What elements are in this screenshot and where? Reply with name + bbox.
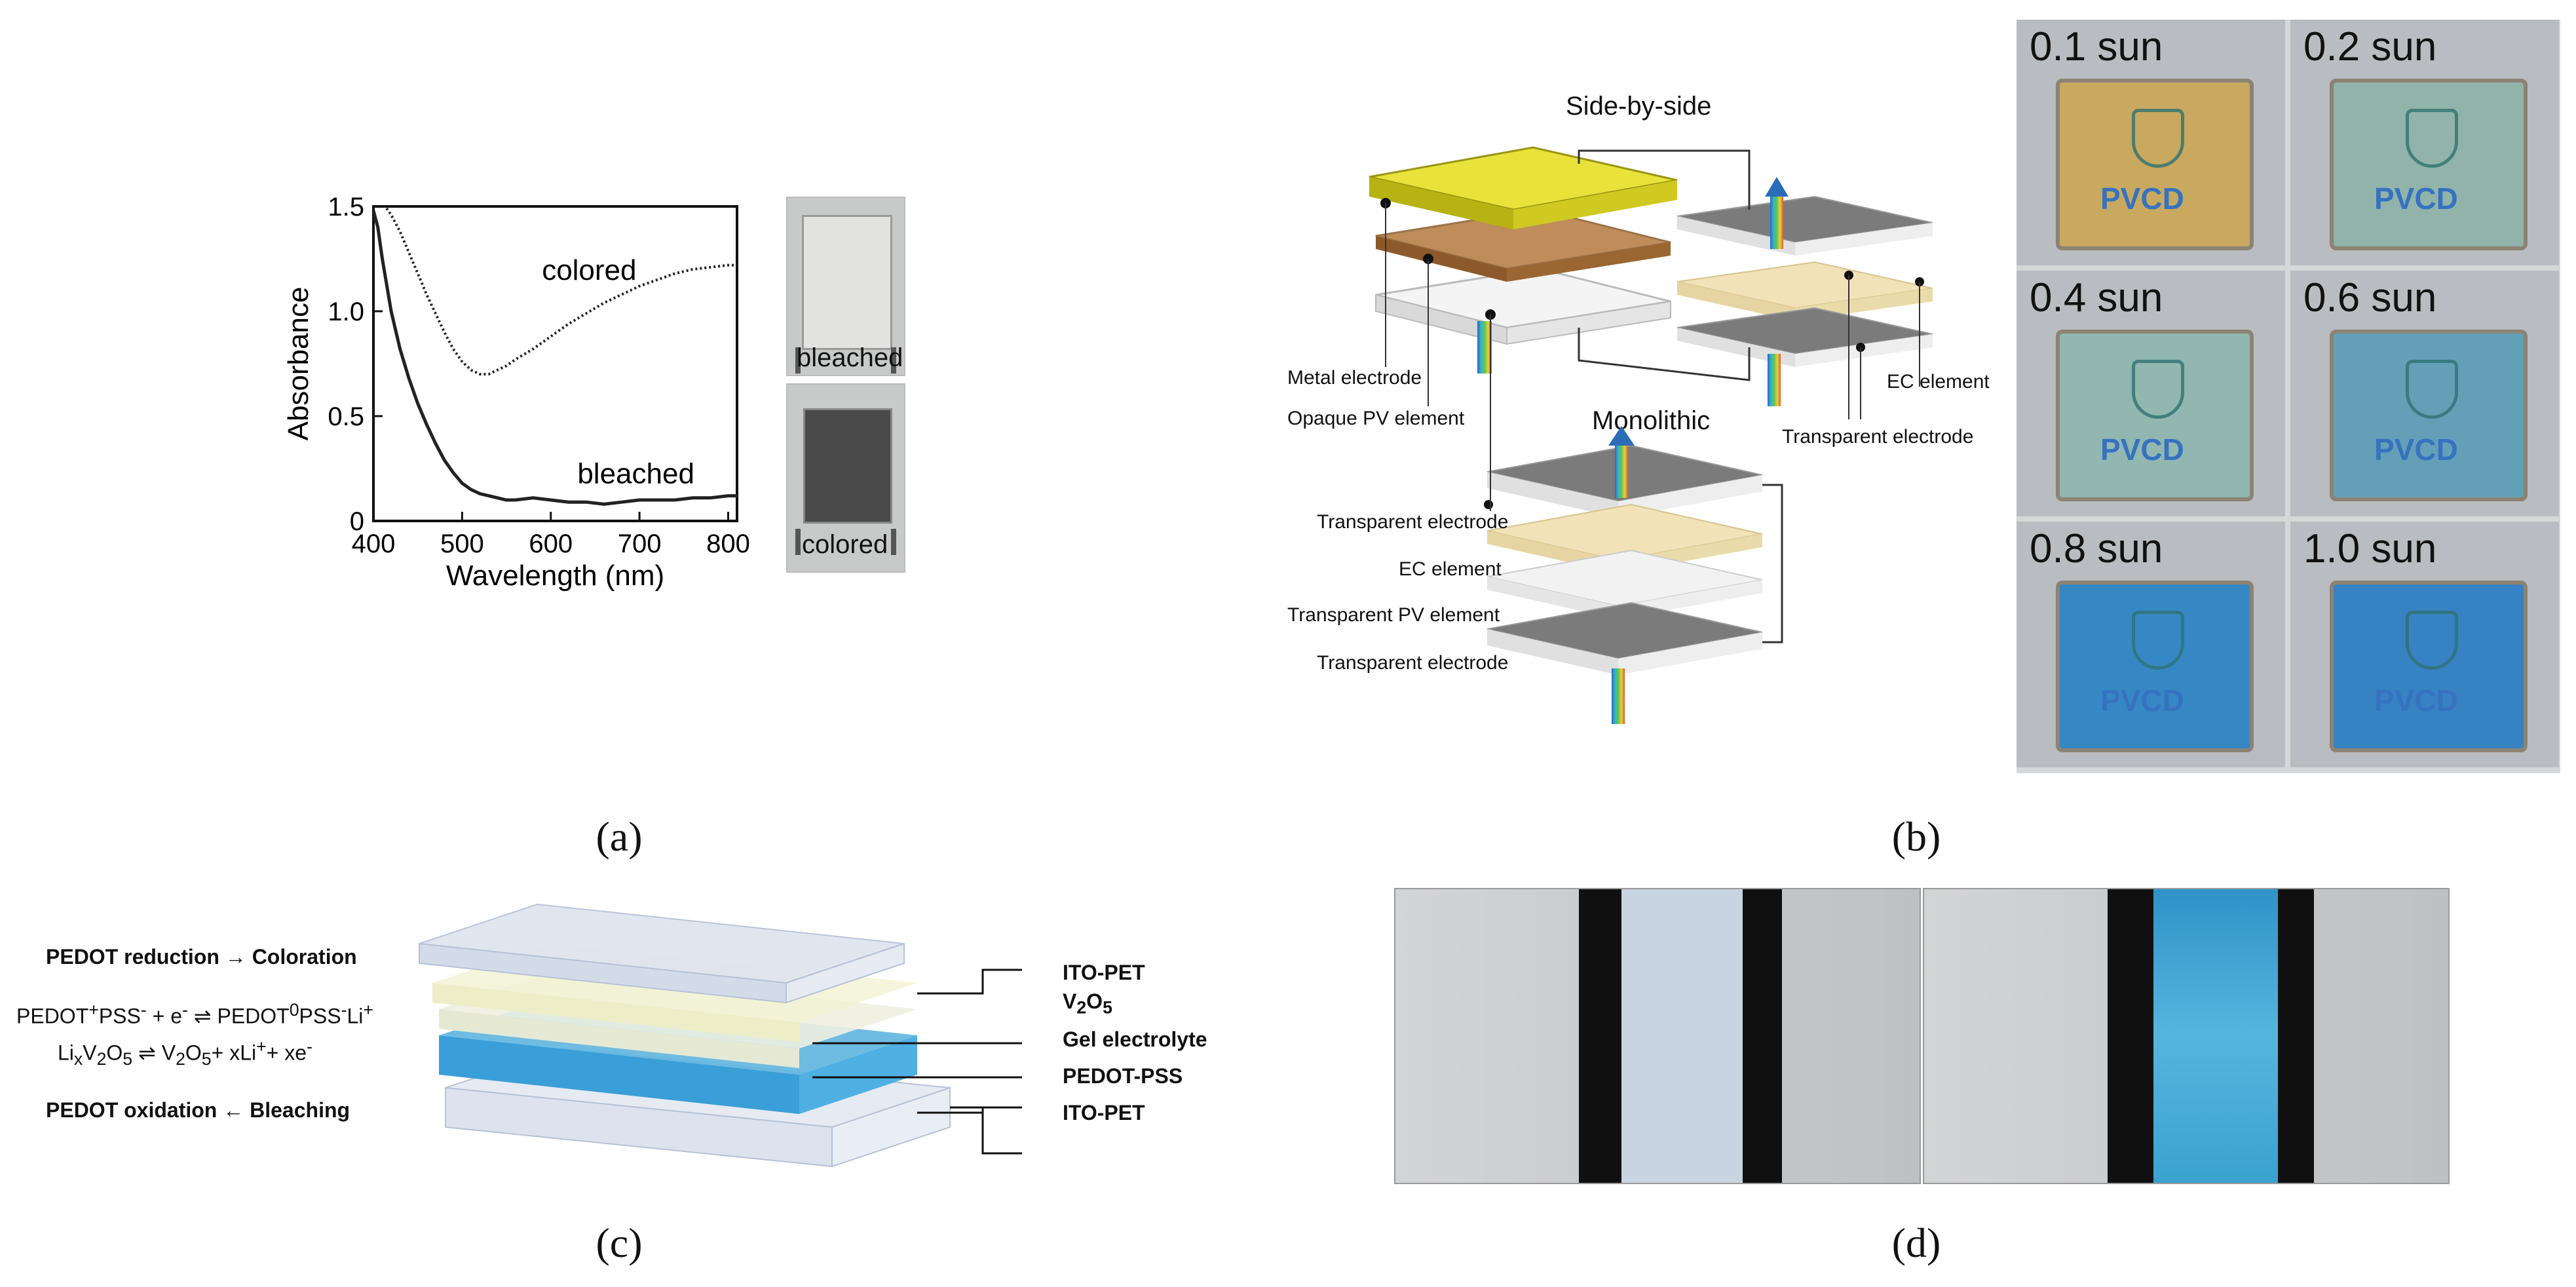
shield-emblem-icon [2132, 109, 2184, 168]
x-tick-label: 500 [440, 529, 484, 558]
bleached-photo-label: bleached [797, 343, 903, 372]
layer-label-pedot: PEDOT-PSS [1063, 1064, 1183, 1088]
label-ec-element-right: EC element [1887, 371, 1990, 393]
x-axis-label: Wavelength (nm) [446, 560, 664, 592]
sun-intensity-label: 0.1 sun [2030, 24, 2163, 69]
device-photo-bleached: bleached [786, 197, 905, 376]
sun-intensity-label: 0.8 sun [2030, 526, 2163, 571]
label-transparent-electrode-right: Transparent electrode [1782, 426, 1974, 448]
side-by-side-left-stack [1369, 146, 1678, 374]
device-window: PVCD [2056, 581, 2254, 752]
side-by-side-title: Side-by-side [1566, 92, 1712, 121]
monolithic-stack [1484, 426, 1783, 724]
pvcd-logo: PVCD [2100, 432, 2184, 467]
oxidation-title: PEDOT oxidation ← Bleaching [46, 1098, 350, 1122]
pvcd-logo: PVCD [2374, 432, 2458, 467]
y-tick-label: 0 [350, 507, 364, 536]
device-layer-stack [419, 903, 1022, 1168]
device-window: PVCD [2330, 581, 2528, 752]
label-opaque-pv: Opaque PV element [1287, 408, 1465, 429]
vanadium-equation: LixV2O5 ⇌ V2O5+ xLi++ xe- [58, 1037, 313, 1069]
monolithic-title: Monolithic [1592, 406, 1711, 435]
pvcd-logo: PVCD [2100, 683, 2184, 718]
label-mono-transparent-electrode-1: Transparent electrode [1317, 511, 1509, 533]
layer-label-ito-top: ITO-PET [1063, 961, 1145, 984]
shield-emblem-icon [2406, 109, 2458, 168]
sun-cell: PVCD 0.2 sun [2290, 20, 2559, 265]
sun-intensity-label: 0.4 sun [2030, 275, 2163, 320]
sun-intensity-label: 0.6 sun [2303, 275, 2437, 320]
y-tick-label: 0.5 [328, 402, 364, 431]
sun-intensity-label: 1.0 sun [2303, 526, 2437, 571]
caption-d: (d) [1891, 1220, 1941, 1266]
film-photo-colored [1923, 888, 2450, 1184]
series-label-bleached: bleached [577, 457, 694, 490]
x-tick-label: 800 [706, 529, 750, 558]
shield-emblem-icon [2132, 611, 2184, 670]
device-window: PVCD [2330, 79, 2528, 250]
pvcd-logo: PVCD [2374, 683, 2458, 718]
label-metal-electrode: Metal electrode [1287, 367, 1422, 389]
label-mono-transparent-pv: Transparent PV element [1287, 604, 1500, 626]
sun-cell: PVCD 0.1 sun [2017, 20, 2285, 265]
plot-frame [372, 205, 738, 522]
sun-cell: PVCD 0.4 sun [2017, 271, 2285, 516]
reduction-equation: PEDOT+PSS- + e- ⇌ PEDOT0PSS-Li+ [16, 1000, 373, 1028]
shield-emblem-icon [2406, 611, 2458, 670]
shield-emblem-icon [2406, 360, 2458, 419]
side-by-side-right-stack [1676, 177, 1933, 406]
device-photo-colored: colored [786, 383, 905, 573]
x-tick-label: 400 [352, 529, 396, 558]
caption-b: (b) [1891, 813, 1941, 860]
pvcd-logo: PVCD [2374, 182, 2458, 216]
film-photo-bleached [1394, 888, 1921, 1184]
layer-label-gel: Gel electrolyte [1063, 1028, 1207, 1051]
sun-cell: PVCD 0.6 sun [2290, 271, 2559, 516]
reduction-title: PEDOT reduction → Coloration [46, 945, 357, 969]
label-mono-ec-element: EC element [1399, 558, 1502, 580]
sun-cell: PVCD 1.0 sun [2290, 522, 2559, 767]
colored-photo-label: colored [802, 530, 888, 559]
series-label-colored: colored [542, 254, 636, 286]
pv-ec-schematic [1369, 146, 1933, 724]
caption-a: (a) [596, 813, 643, 860]
layer-label-v2o5: V2O5 [1063, 989, 1112, 1018]
sun-cell: PVCD 0.8 sun [2017, 522, 2285, 767]
pvcd-logo: PVCD [2100, 182, 2184, 216]
device-window: PVCD [2330, 330, 2528, 501]
y-tick-label: 1.5 [328, 193, 364, 221]
series-bleached-line [373, 210, 737, 506]
sun-intensity-label: 0.2 sun [2303, 24, 2437, 69]
x-tick-label: 700 [618, 529, 662, 558]
y-tick-label: 1.0 [328, 298, 364, 326]
y-axis-label: Absorbance [282, 287, 314, 441]
series-colored-line [383, 206, 737, 375]
x-tick-label: 600 [529, 529, 573, 558]
device-window: PVCD [2056, 330, 2254, 501]
caption-c: (c) [596, 1220, 643, 1266]
label-mono-transparent-electrode-2: Transparent electrode [1317, 652, 1509, 674]
shield-emblem-icon [2132, 360, 2184, 419]
layer-label-ito-bottom: ITO-PET [1063, 1101, 1145, 1124]
device-window: PVCD [2056, 79, 2254, 250]
